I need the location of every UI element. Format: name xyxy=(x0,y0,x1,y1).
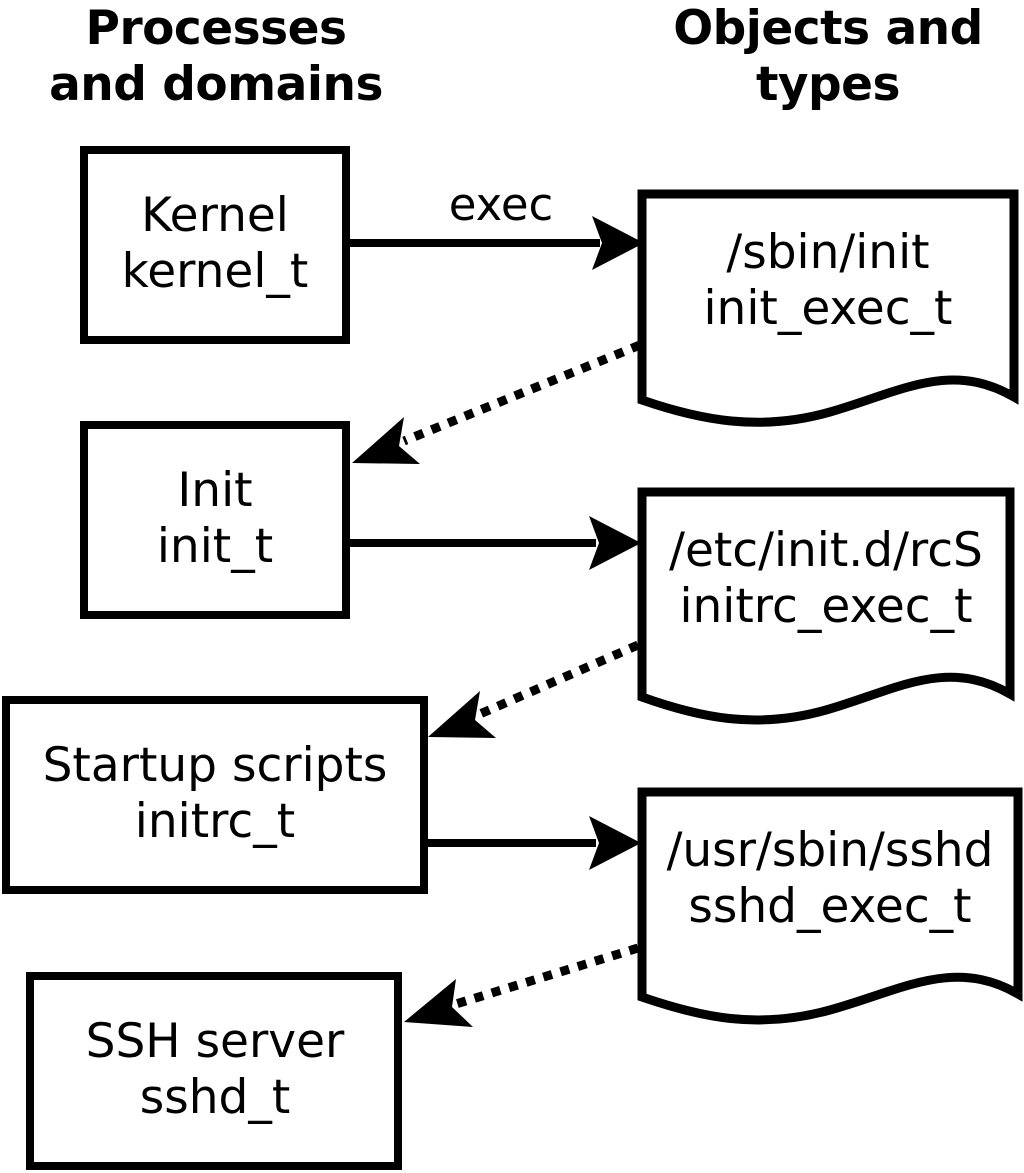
edge-initrc-exec-to-initrc xyxy=(428,640,640,738)
column-header-processes: Processes and domains xyxy=(49,1,383,112)
object-node-initrc-exec[interactable]: /etc/init.d/rcS initrc_exec_t xyxy=(637,487,1015,725)
process-node-sshd[interactable]: SSH server sshd_t xyxy=(26,972,402,1170)
process-node-initrc[interactable]: Startup scripts initrc_t xyxy=(2,696,428,894)
process-node-sshd-name: SSH server xyxy=(86,1014,345,1069)
edge-init-to-initrc-exec-arrowhead xyxy=(589,516,641,570)
object-node-initrc-exec-type: initrc_exec_t xyxy=(679,579,972,634)
object-node-sshd-exec-type: sshd_exec_t xyxy=(688,879,971,934)
process-node-kernel-type: kernel_t xyxy=(122,244,309,299)
edge-init-exec-to-init xyxy=(352,340,642,464)
object-node-initrc-exec-path: /etc/init.d/rcS xyxy=(669,523,983,578)
process-node-kernel-box[interactable] xyxy=(80,146,350,344)
edge-sshd-exec-to-sshd xyxy=(404,943,640,1027)
process-node-kernel-name: Kernel xyxy=(141,188,289,243)
edge-init-to-initrc-exec xyxy=(350,516,641,570)
process-node-sshd-box[interactable] xyxy=(26,972,402,1170)
process-node-kernel[interactable]: Kernel kernel_t xyxy=(80,146,350,344)
edge-initrc-to-sshd-exec xyxy=(428,816,641,870)
edge-init-exec-to-init-arrowhead xyxy=(352,417,420,464)
object-node-init-exec-document-shape[interactable] xyxy=(637,189,1019,427)
process-node-initrc-box[interactable] xyxy=(2,696,428,894)
column-header-objects-line1: Objects and xyxy=(673,1,983,56)
column-header-objects: Objects and types xyxy=(673,1,983,112)
object-node-sshd-exec[interactable]: /usr/sbin/sshd sshd_exec_t xyxy=(637,787,1023,1025)
edge-init-exec-to-init-line xyxy=(402,340,642,446)
edge-label-exec: exec xyxy=(449,178,554,231)
edge-initrc-to-sshd-exec-arrowhead xyxy=(589,816,641,870)
object-node-sshd-exec-path: /usr/sbin/sshd xyxy=(667,823,994,878)
column-header-objects-line2: types xyxy=(756,57,900,112)
object-node-init-exec-type: init_exec_t xyxy=(704,281,953,336)
process-node-init-type: init_t xyxy=(157,519,273,574)
edge-kernel-to-init-exec: exec xyxy=(350,178,644,270)
object-node-init-exec-path: /sbin/init xyxy=(726,225,929,280)
edge-sshd-exec-to-sshd-arrowhead xyxy=(404,979,473,1027)
process-node-initrc-name: Startup scripts xyxy=(43,738,388,793)
column-header-processes-line1: Processes xyxy=(86,1,347,56)
process-node-init-name: Init xyxy=(177,463,252,518)
object-node-initrc-exec-document-shape[interactable] xyxy=(637,487,1015,725)
edge-sshd-exec-to-sshd-line xyxy=(454,943,640,1009)
object-node-sshd-exec-document-shape[interactable] xyxy=(637,787,1023,1025)
process-node-init-box[interactable] xyxy=(80,421,350,619)
edge-initrc-exec-to-initrc-line xyxy=(478,640,640,719)
column-header-processes-line2: and domains xyxy=(49,57,383,112)
process-node-initrc-type: initrc_t xyxy=(135,794,295,849)
process-node-sshd-type: sshd_t xyxy=(140,1070,291,1125)
edge-initrc-exec-to-initrc-arrowhead xyxy=(428,691,496,738)
edge-kernel-to-init-exec-arrowhead xyxy=(592,216,644,270)
process-node-init[interactable]: Init init_t xyxy=(80,421,350,619)
object-node-init-exec[interactable]: /sbin/init init_exec_t xyxy=(637,189,1019,427)
